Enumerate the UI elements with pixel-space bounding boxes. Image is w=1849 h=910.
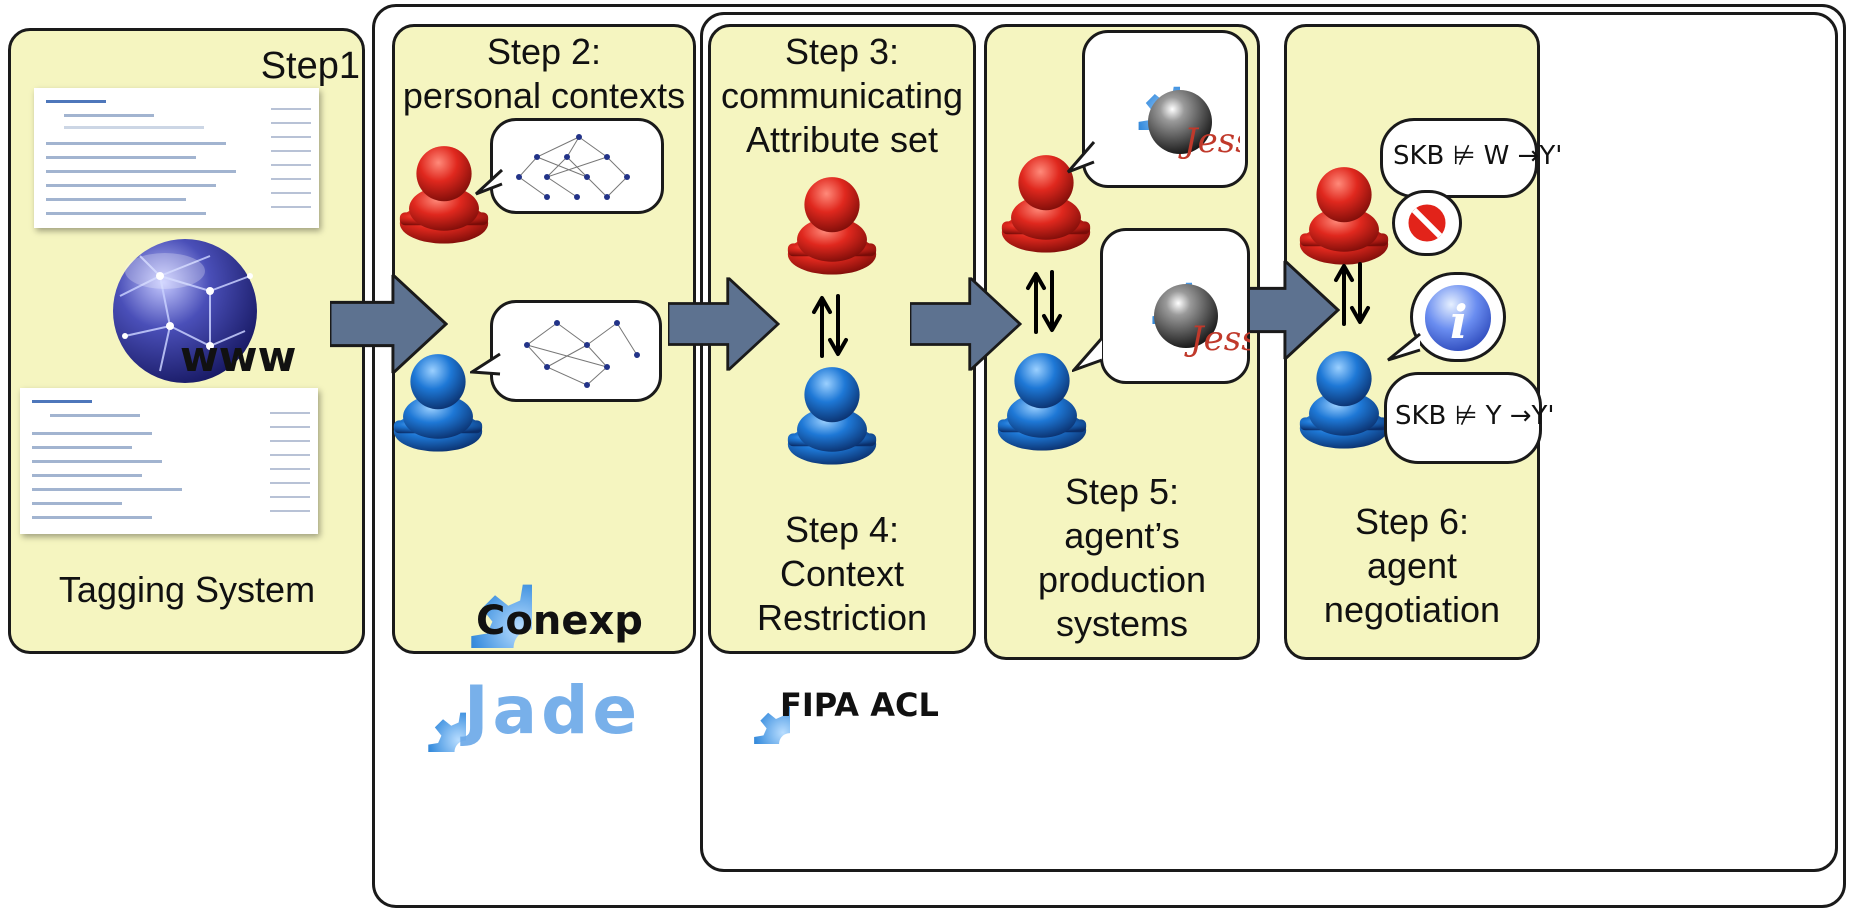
globe-label: www bbox=[180, 332, 297, 381]
jess-logo-icon: Jess bbox=[1154, 284, 1250, 359]
formula-bubble-blue: SKB ⊭ Y →Y' bbox=[1384, 372, 1555, 464]
formula-blue: SKB ⊭ Y →Y' bbox=[1395, 401, 1555, 431]
bubble-tail bbox=[1072, 337, 1104, 372]
svg-text:i: i bbox=[1450, 295, 1467, 349]
speech-bubble-blue bbox=[490, 300, 662, 402]
exchange-arrows-icon bbox=[1332, 262, 1372, 326]
jess-logo-icon: Jess bbox=[1148, 90, 1240, 161]
bubble-tail bbox=[1387, 332, 1421, 362]
step1-title: Step1 bbox=[260, 45, 360, 87]
step1-caption: Tagging System bbox=[58, 569, 316, 610]
bubble-tail bbox=[474, 168, 504, 196]
bubble-tail bbox=[1066, 141, 1096, 174]
conexp-label: Conexp bbox=[476, 598, 643, 644]
flow-arrow-icon bbox=[668, 274, 780, 374]
info-icon: i bbox=[1423, 283, 1493, 353]
formula-red: SKB ⊭ W →Y' bbox=[1393, 141, 1563, 171]
step5-title: Step 5: agent’s production systems bbox=[1037, 471, 1207, 644]
lattice-graph-icon bbox=[524, 320, 640, 388]
step2-title: Step 2: personal contexts bbox=[402, 31, 686, 116]
formula-bubble-red: SKB ⊭ W →Y' bbox=[1380, 118, 1562, 198]
stop-icon bbox=[1405, 201, 1449, 245]
tagging-screenshot-top bbox=[34, 88, 319, 228]
lattice-graph-icon bbox=[516, 134, 630, 200]
step4-title: Step 4: Context Restriction bbox=[756, 509, 928, 638]
exchange-arrows-icon bbox=[810, 294, 850, 358]
tagging-screenshot-bottom bbox=[20, 388, 318, 534]
gear-icon bbox=[712, 666, 790, 744]
bubble-tail bbox=[470, 352, 501, 376]
jess-text: Jess bbox=[1178, 121, 1240, 161]
fipa-acl-label: FIPA ACL bbox=[780, 686, 939, 724]
agent-icon bbox=[786, 170, 878, 278]
jade-label: Jade bbox=[464, 672, 642, 749]
speech-bubble-red bbox=[490, 118, 664, 214]
agent-icon bbox=[1298, 344, 1390, 452]
globe-icon bbox=[113, 239, 257, 383]
exchange-arrows-icon bbox=[1024, 270, 1064, 334]
jess-text: Jess bbox=[1184, 319, 1250, 359]
stop-bubble bbox=[1392, 190, 1462, 256]
step3-title: Step 3: communicating Attribute set bbox=[720, 31, 964, 160]
agent-icon bbox=[786, 360, 878, 468]
gear-icon bbox=[384, 670, 466, 752]
agent-icon bbox=[1298, 160, 1390, 268]
step6-title: Step 6: agent negotiation bbox=[1323, 501, 1501, 630]
